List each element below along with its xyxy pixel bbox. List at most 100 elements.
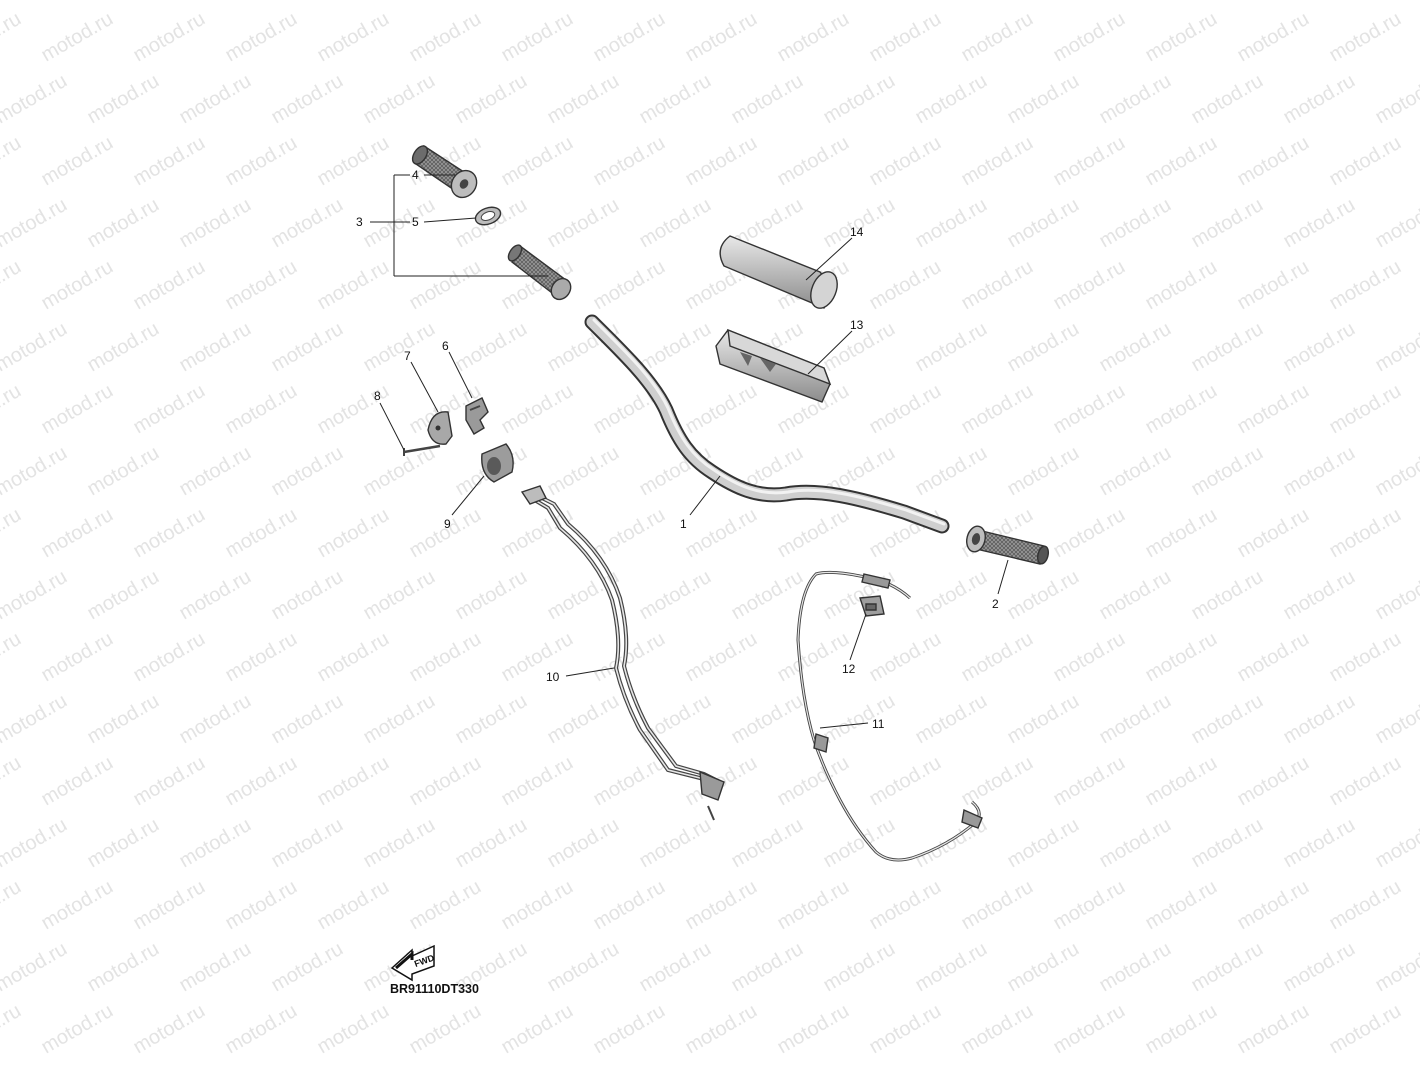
watermark-text: motod.ru [176, 938, 255, 997]
watermark-text: motod.ru [406, 504, 485, 563]
watermark-text: motod.ru [314, 504, 393, 563]
callout-12: 12 [842, 662, 856, 676]
watermark-text: motod.ru [866, 256, 945, 315]
watermark-text: motod.ru [682, 380, 761, 439]
watermark-text: motod.ru [222, 628, 301, 687]
watermark-text: motod.ru [38, 1000, 117, 1059]
watermark-text: motod.ru [820, 70, 899, 129]
watermark-text: motod.ru [1326, 380, 1405, 439]
watermark-text: motod.ru [1142, 752, 1221, 811]
watermark-text: motod.ru [1050, 8, 1129, 67]
watermark-text: motod.ru [314, 132, 393, 191]
watermark-text: motod.ru [1096, 814, 1175, 873]
watermark-text: motod.ru [820, 690, 899, 749]
watermark-text: motod.ru [1372, 318, 1420, 377]
watermark-text: motod.ru [1188, 442, 1267, 501]
callout-7: 7 [404, 349, 411, 363]
watermark-text: motod.ru [1280, 566, 1359, 625]
watermark-text: motod.ru [866, 752, 945, 811]
watermark-text: motod.ru [452, 566, 531, 625]
watermark-text: motod.ru [636, 194, 715, 253]
watermark-text: motod.ru [1234, 380, 1313, 439]
watermark-text: motod.ru [452, 814, 531, 873]
watermark-text: motod.ru [636, 566, 715, 625]
watermark-text: motod.ru [774, 8, 853, 67]
watermark-text: motod.ru [406, 876, 485, 935]
watermark-text: motod.ru [130, 132, 209, 191]
watermark-text: motod.ru [1096, 442, 1175, 501]
watermark-text: motod.ru [1096, 938, 1175, 997]
watermark-text: motod.ru [1004, 318, 1083, 377]
watermark-text: motod.ru [544, 814, 623, 873]
watermark-text: motod.ru [314, 1000, 393, 1059]
watermark-text: motod.ru [1096, 0, 1175, 4]
watermark-text: motod.ru [866, 628, 945, 687]
callout-9: 9 [444, 517, 451, 531]
watermark-text: motod.ru [1280, 318, 1359, 377]
watermark-text: motod.ru [222, 504, 301, 563]
watermark-text: motod.ru [1234, 628, 1313, 687]
callout-4: 4 [412, 168, 419, 182]
watermark-text: motod.ru [268, 690, 347, 749]
part-12-switch [859, 595, 885, 617]
watermark-text: motod.ru [406, 8, 485, 67]
watermark-text: motod.ru [866, 1000, 945, 1059]
watermark-text: motod.ru [498, 8, 577, 67]
watermark-text: motod.ru [0, 814, 71, 873]
watermark-text: motod.ru [498, 876, 577, 935]
watermark-text: motod.ru [176, 194, 255, 253]
part-5-washer [474, 206, 502, 226]
watermark-text: motod.ru [1050, 876, 1129, 935]
watermark-text: motod.ru [0, 690, 71, 749]
watermark-text: motod.ru [130, 504, 209, 563]
watermark-text: motod.ru [38, 876, 117, 935]
watermark-text: motod.ru [1326, 876, 1405, 935]
watermark-text: motod.ru [84, 442, 163, 501]
watermark-text: motod.ru [1372, 938, 1420, 997]
watermark-text: motod.ru [176, 318, 255, 377]
watermark-text: motod.ru [590, 8, 669, 67]
watermark-text: motod.ru [38, 132, 117, 191]
watermark-text: motod.ru [360, 0, 439, 4]
watermark-text: motod.ru [1280, 0, 1359, 4]
watermark-text: motod.ru [958, 132, 1037, 191]
watermark-text: motod.ru [774, 504, 853, 563]
watermark-text: motod.ru [544, 938, 623, 997]
watermark-text: motod.ru [636, 0, 715, 4]
watermark-text: motod.ru [84, 318, 163, 377]
watermark-text: motod.ru [1050, 504, 1129, 563]
watermark-text: motod.ru [1188, 194, 1267, 253]
watermark-text: motod.ru [1234, 8, 1313, 67]
watermark-text: motod.ru [544, 194, 623, 253]
watermark-text: motod.ru [590, 1000, 669, 1059]
watermark-text: motod.ru [498, 132, 577, 191]
callout-6: 6 [442, 339, 449, 353]
watermark-text: motod.ru [1326, 132, 1405, 191]
watermark-text: motod.ru [84, 70, 163, 129]
part-11-cable [796, 570, 983, 862]
watermark-text: motod.ru [774, 132, 853, 191]
watermark-text: motod.ru [0, 8, 25, 67]
watermark-text: motod.ru [1142, 1000, 1221, 1059]
watermark-text: motod.ru [314, 256, 393, 315]
watermark-text: motod.ru [728, 814, 807, 873]
watermark-text: motod.ru [84, 938, 163, 997]
watermark-text: motod.ru [1326, 256, 1405, 315]
watermark-text: motod.ru [406, 256, 485, 315]
watermark-text: motod.ru [958, 628, 1037, 687]
watermark-text: motod.ru [1188, 814, 1267, 873]
watermark-text: motod.ru [222, 1000, 301, 1059]
watermark-text: motod.ru [222, 132, 301, 191]
watermark-text: motod.ru [268, 194, 347, 253]
watermark-text: motod.ru [1280, 194, 1359, 253]
watermark-text: motod.ru [130, 876, 209, 935]
watermark-text: motod.ru [1326, 504, 1405, 563]
watermark-text: motod.ru [498, 628, 577, 687]
watermark-text: motod.ru [1372, 70, 1420, 129]
watermark-text: motod.ru [84, 0, 163, 4]
watermark-text: motod.ru [1372, 194, 1420, 253]
watermark-text: motod.ru [1096, 318, 1175, 377]
watermark-text: motod.ru [820, 194, 899, 253]
watermark-text: motod.ru [130, 1000, 209, 1059]
watermark-text: motod.ru [958, 1000, 1037, 1059]
